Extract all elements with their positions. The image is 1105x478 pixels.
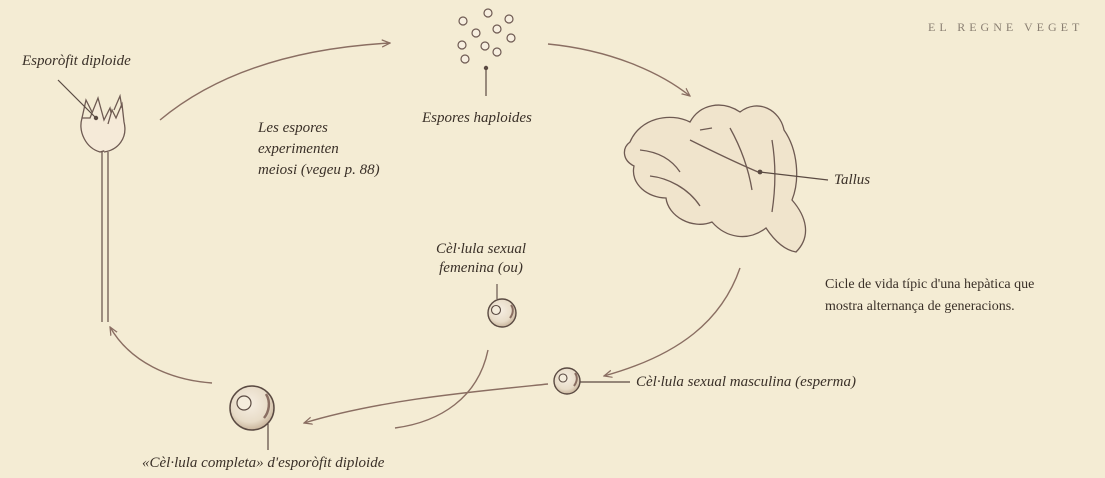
label-female-line-1: Cèl·lula sexual bbox=[436, 240, 526, 259]
caption-line-1: Cicle de vida típic d'una hepàtica que bbox=[825, 274, 1034, 296]
label-male-cell: Cèl·lula sexual masculina (esperma) bbox=[636, 373, 856, 392]
label-zygote: «Cèl·lula completa» d'esporòfit diploide bbox=[142, 454, 384, 473]
label-female-cell: Cèl·lula sexual femenina (ou) bbox=[436, 240, 526, 278]
arrow-spores-to-thallus bbox=[548, 44, 690, 96]
arrow-female-join bbox=[395, 350, 488, 428]
arrow-sporophyte-to-spores bbox=[160, 43, 390, 120]
arrow-thallus-to-male bbox=[604, 268, 740, 376]
label-meiosis-line-3: meiosi (vegeu p. 88) bbox=[258, 160, 380, 181]
figure-caption: Cicle de vida típic d'una hepàtica que m… bbox=[825, 274, 1034, 318]
label-meiosis-line-2: experimenten bbox=[258, 139, 380, 160]
arrow-zygote-to-sporophyte bbox=[110, 327, 212, 383]
sporophyte-leader-dot bbox=[94, 116, 98, 120]
zygote-drawing bbox=[230, 386, 274, 430]
female-cell-drawing bbox=[488, 299, 516, 327]
male-cell-drawing bbox=[554, 368, 580, 394]
spore-cluster bbox=[458, 9, 515, 63]
sporophyte-drawing bbox=[81, 96, 125, 322]
cycle-arrows bbox=[110, 43, 740, 428]
label-meiosis: Les espores experimenten meiosi (vegeu p… bbox=[258, 118, 380, 181]
label-thallus: Tallus bbox=[834, 171, 870, 190]
caption-line-2: mostra alternança de generacions. bbox=[825, 296, 1034, 318]
arrow-male-to-zygote bbox=[304, 384, 548, 423]
label-sporophyte: Esporòfit diploide bbox=[22, 52, 131, 71]
label-meiosis-line-1: Les espores bbox=[258, 118, 380, 139]
label-spores: Espores haploides bbox=[422, 109, 532, 128]
spores-leader-dot bbox=[484, 66, 488, 70]
sporophyte-leader-line bbox=[58, 80, 96, 118]
label-female-line-2: femenina (ou) bbox=[436, 259, 526, 278]
thallus-leader-dot bbox=[758, 170, 763, 175]
thallus-drawing bbox=[624, 105, 805, 252]
